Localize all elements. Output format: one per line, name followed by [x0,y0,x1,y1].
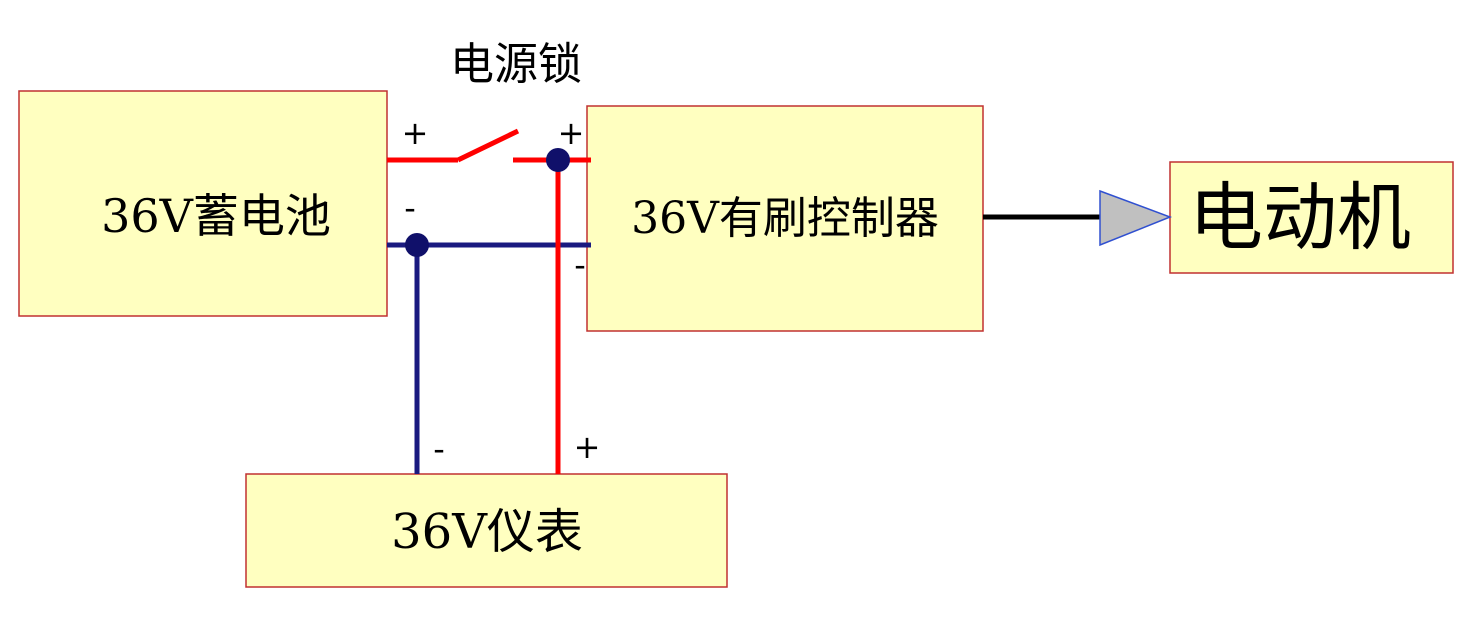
negative-junction-dot [405,233,429,257]
power-lock-switch-blade [456,128,520,163]
meter-plus-sign: + [574,428,601,466]
motor-box [1169,161,1454,274]
controller-minus-sign: - [574,246,586,284]
output-arrow-icon [1099,189,1173,247]
motor-label: 电动机 [1189,175,1411,261]
positive-junction-dot [546,148,570,172]
battery-plus-sign: + [402,114,429,152]
controller-label: 36V有刷控制器 [631,193,939,244]
power-lock-label: 电源锁 [450,39,582,90]
battery-box [18,90,388,317]
meter-box [245,473,728,588]
meter-label: 36V仪表 [391,504,583,560]
controller-plus-sign: + [558,114,585,152]
battery-minus-sign: - [404,189,416,227]
battery-label: 36V蓄电池 [101,189,331,243]
controller-box [586,105,984,332]
meter-minus-sign: - [433,430,445,468]
